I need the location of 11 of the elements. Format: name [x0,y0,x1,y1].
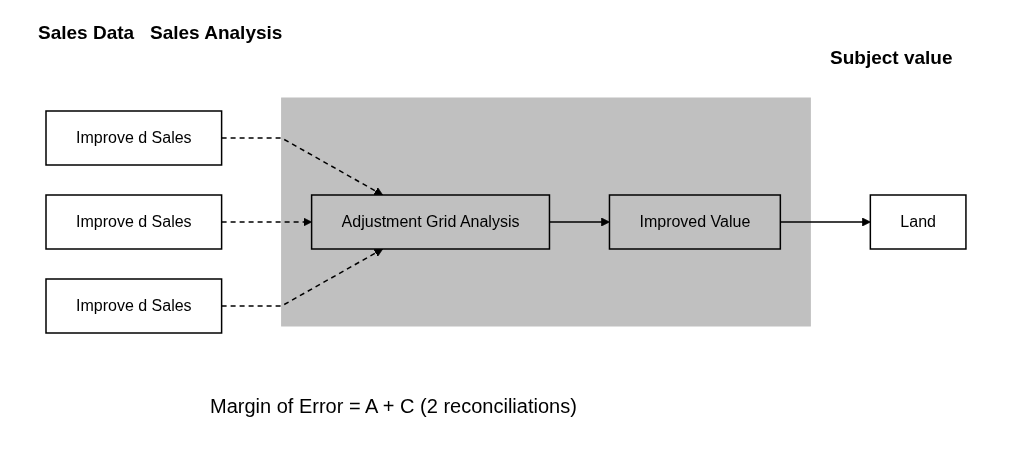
node-box: Improved Value [608,193,781,250]
column-heading: Sales Analysis [150,22,283,44]
column-heading: Sales Data [38,22,135,44]
node-box: Improve d Sales [44,277,222,334]
node-box: Adjustment Grid Analysis [310,193,550,250]
node-box: Land [869,193,967,250]
note-text: Margin of Error = A + C (2 reconciliations) [210,395,577,418]
cluster [280,97,811,326]
node-box: Improve d Sales [44,193,222,250]
node-box: Improve d Sales [44,109,222,166]
column-heading: Subject value [830,47,953,69]
